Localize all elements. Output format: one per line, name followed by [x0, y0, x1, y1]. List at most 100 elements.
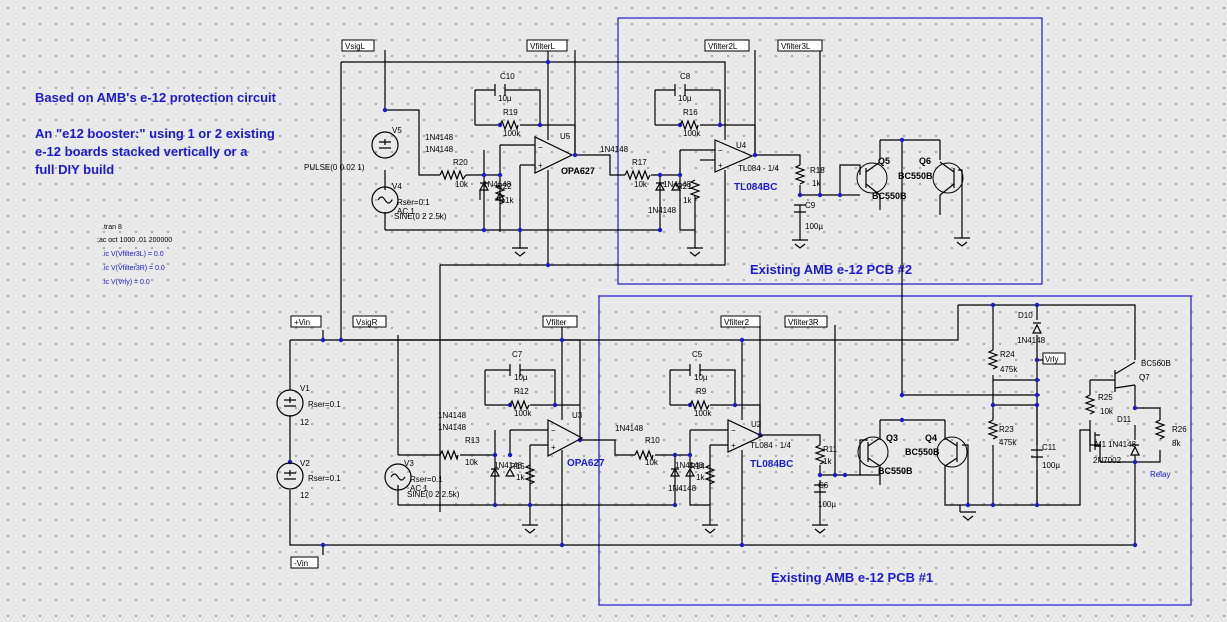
label-v3-ac: AC 1	[410, 484, 428, 493]
label-c9: C9	[805, 201, 816, 210]
label-r22v: 1k	[505, 196, 514, 205]
transistor-q4[interactable]	[936, 436, 968, 468]
svg-text:−: −	[731, 426, 736, 435]
label-r26v: 8k	[1172, 439, 1181, 448]
capacitor-c8[interactable]	[674, 84, 686, 96]
opamp-u5[interactable]: −+	[534, 136, 574, 174]
label-d-r21: 1N4148	[663, 180, 692, 189]
resistor-r11[interactable]	[814, 444, 826, 465]
svg-text:−: −	[538, 143, 543, 152]
resistor-r20[interactable]	[439, 169, 467, 181]
label-r17: R17	[632, 158, 647, 167]
diode-pair-bot-left[interactable]	[489, 467, 516, 477]
svg-text:Vfilter2L: Vfilter2L	[708, 42, 738, 51]
directive-tran: .tran 8	[102, 224, 122, 231]
mosfet-m1[interactable]	[1089, 430, 1100, 452]
label-q6: Q6	[919, 156, 931, 166]
label-r16v: 100k	[683, 129, 701, 138]
net-flag-vsigl: VsigL	[341, 39, 375, 52]
diode-d11[interactable]	[1130, 444, 1140, 456]
transistor-q3[interactable]	[857, 436, 889, 468]
capacitor-c5[interactable]	[689, 364, 701, 376]
label-v2-rser: Rser=0.1	[308, 474, 341, 483]
resistor-r10[interactable]	[634, 449, 654, 462]
voltage-source-v1[interactable]	[276, 389, 304, 417]
label-bc550b-q6: BC550B	[898, 171, 933, 181]
label-r19v: 100k	[503, 129, 521, 138]
resistor-r21[interactable]	[689, 179, 701, 200]
resistor-r15[interactable]	[524, 464, 536, 485]
voltage-source-v3[interactable]	[384, 463, 412, 491]
label-d-bot-a: 1N4148	[438, 411, 467, 420]
capacitor-c10[interactable]	[494, 84, 506, 96]
label-r13: R13	[465, 436, 480, 445]
label-v4-rser: Rser=0.1	[397, 198, 430, 207]
resistor-r25[interactable]	[1084, 394, 1096, 415]
resistor-r23[interactable]	[987, 419, 999, 440]
resistor-r14[interactable]	[704, 464, 716, 485]
label-r19: R19	[503, 108, 518, 117]
transistor-q7[interactable]	[1114, 361, 1136, 392]
resistor-r19[interactable]	[499, 119, 519, 132]
label-c7: C7	[512, 350, 523, 359]
label-c6: C6	[818, 481, 829, 490]
label-u5-opa: OPA627	[561, 166, 595, 176]
voltage-source-v5[interactable]	[371, 131, 399, 159]
label-c11v: 100µ	[1042, 461, 1060, 470]
pcb1-outline	[598, 295, 1192, 606]
label-r15: R15	[510, 462, 525, 471]
label-c6v: 100µ	[818, 500, 836, 509]
resistor-r12[interactable]	[509, 399, 530, 411]
resistor-r13[interactable]	[439, 449, 459, 462]
capacitor-c7[interactable]	[509, 364, 521, 376]
net-flag-vfilter3l: Vfilter3L	[777, 39, 823, 52]
opamp-u4[interactable]: −+	[714, 139, 754, 173]
opamp-u3[interactable]: −+	[547, 419, 584, 457]
diode-pair-bot-mid[interactable]	[669, 467, 696, 477]
label-r10v: 10k	[645, 458, 659, 467]
label-c8v: 10µ	[678, 94, 692, 103]
opamp-u2[interactable]: −+	[727, 419, 764, 453]
component-labels: V5 V4 PULSE(0 0.02 1) Rser=0.1 AC 1 SINE…	[300, 72, 1187, 509]
voltage-source-v2[interactable]	[276, 462, 304, 490]
net-flag-vrly: Vrly	[1042, 352, 1066, 365]
label-d11v: 1N4148	[1108, 440, 1137, 449]
top-channel-wires	[340, 50, 963, 512]
diode-pair-top-left[interactable]	[478, 181, 506, 201]
transistor-q5[interactable]	[856, 161, 888, 196]
label-d-r22: 1N4148	[483, 180, 512, 189]
label-c5: C5	[692, 350, 703, 359]
capacitor-c6[interactable]	[814, 484, 826, 493]
diode-pair-top-mid[interactable]	[654, 181, 682, 191]
voltage-source-v4[interactable]	[371, 186, 399, 214]
label-v2v: 12	[300, 491, 309, 500]
transistor-q6[interactable]	[932, 161, 964, 196]
diode-d10[interactable]	[1032, 322, 1042, 334]
label-u2: U2	[751, 420, 762, 429]
resistor-r17[interactable]	[624, 169, 651, 181]
resistor-r16[interactable]	[679, 119, 699, 132]
label-d-r15: 1N4148	[494, 461, 523, 470]
resistor-r22[interactable]	[494, 184, 506, 205]
label-r12: R12	[514, 387, 529, 396]
resistor-r24[interactable]	[987, 349, 999, 370]
label-d10: D10	[1018, 311, 1033, 320]
note-line1: Based on AMB's e-12 protection circuit	[35, 90, 276, 105]
svg-text:Vfilter: Vfilter	[546, 318, 567, 327]
label-v4-ac: AC 1	[397, 207, 415, 216]
label-u4: U4	[736, 141, 747, 150]
net-flag-vsigr: VsigR	[352, 315, 387, 328]
label-v1: V1	[300, 384, 310, 393]
resistor-r18[interactable]	[794, 164, 806, 185]
svg-text:Vrly: Vrly	[1045, 355, 1058, 364]
resistor-r26[interactable]	[1154, 419, 1166, 440]
label-c11: C11	[1042, 443, 1057, 452]
capacitor-c11[interactable]	[1031, 449, 1043, 458]
capacitor-c9[interactable]	[794, 204, 806, 213]
resistor-r9[interactable]	[689, 399, 710, 411]
label-r20: R20	[453, 158, 468, 167]
label-r21v: 1k	[683, 196, 692, 205]
label-m1: M1	[1095, 440, 1107, 449]
label-r24: R24	[1000, 350, 1015, 359]
label-c9v: 100µ	[805, 222, 823, 231]
